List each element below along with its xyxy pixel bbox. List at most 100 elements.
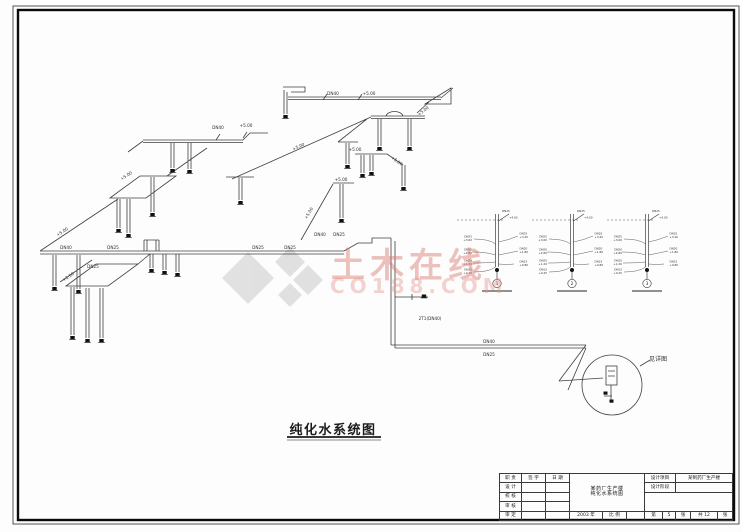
svg-text:3: 3 (646, 281, 649, 286)
tb-row-check: 校 核 (499, 491, 522, 503)
tb-sheet-unit: 张 (675, 510, 691, 521)
riser-details: 1DN25+4.00DN25+3.60DN20+2.80DN20+1.20DN1… (457, 209, 679, 292)
empty-cell (521, 510, 546, 521)
svg-text:+0.80: +0.80 (670, 263, 679, 267)
watermark-brand-text: 土木在线 (331, 246, 487, 286)
svg-text:+0.80: +0.80 (520, 263, 529, 267)
tb-header-signature: 签 字 (521, 472, 546, 484)
empty-cell (545, 482, 570, 493)
empty-cell (545, 491, 570, 503)
svg-text:+5.00: +5.00 (349, 147, 362, 152)
riser-diagram: 2DN25+4.00DN25+3.60DN20+2.80DN20+1.20DN1… (532, 209, 604, 292)
empty-cell (675, 482, 733, 493)
svg-text:DN15: DN15 (539, 268, 547, 272)
empty-cell (545, 510, 570, 521)
tb-scale-label: 比 例 (602, 510, 627, 521)
watermark-logo (222, 247, 323, 307)
tb-project-value: 某制药厂生产楼 (675, 472, 733, 484)
tb-row-approve: 审 定 (499, 510, 522, 521)
svg-text:DN20: DN20 (464, 248, 472, 252)
empty-cell (626, 510, 645, 521)
svg-text:DN20: DN20 (595, 247, 603, 251)
svg-text:+1.80: +1.80 (670, 250, 679, 254)
svg-text:DN25: DN25 (539, 235, 547, 239)
svg-text:+3.60: +3.60 (463, 238, 472, 242)
tb-project-title-cell: 某药厂生产楼 纯化水系统图 (569, 473, 645, 512)
svg-text:+3.60: +3.60 (613, 238, 622, 242)
svg-text:DN25: DN25 (577, 209, 585, 213)
tb-row-review: 审 核 (499, 501, 522, 512)
tb-project-label: 设计项目 (644, 472, 676, 484)
svg-text:+5.00: +5.00 (335, 177, 348, 182)
svg-text:+1.80: +1.80 (595, 250, 604, 254)
svg-text:+1.20: +1.20 (538, 262, 547, 266)
title-block: 职 责 签 字 日 期 某药厂生产楼 纯化水系统图 设计项目 某制药厂生产楼 设… (499, 472, 733, 521)
svg-text:+4.00: +4.00 (659, 216, 668, 220)
empty-cell (521, 491, 546, 503)
svg-text:+1.80: +1.80 (520, 250, 529, 254)
svg-text:+2.80: +2.80 (613, 251, 622, 255)
svg-text:DN40: DN40 (212, 125, 224, 130)
svg-text:+2.80: +2.80 (538, 251, 547, 255)
svg-text:2: 2 (571, 281, 574, 286)
svg-text:+2.50: +2.50 (61, 271, 75, 283)
tb-header-date: 日 期 (545, 472, 570, 484)
svg-text:+0.80: +0.80 (595, 263, 604, 267)
detail-circle (581, 354, 651, 416)
svg-text:DN20: DN20 (539, 248, 547, 252)
svg-text:DN25: DN25 (520, 232, 528, 236)
svg-text:DN20: DN20 (464, 259, 472, 263)
tb-header-role: 职 责 (499, 472, 522, 484)
svg-text:DN20: DN20 (670, 247, 678, 251)
tb-year: 2003 年 (569, 510, 603, 521)
riser-diagram: 1DN25+4.00DN25+3.60DN20+2.80DN20+1.20DN1… (457, 209, 529, 292)
empty-cell (644, 491, 733, 512)
drawing-title: 纯化水系统图 (289, 423, 377, 438)
svg-text:+0.45: +0.45 (538, 271, 547, 275)
tb-row-design: 设 计 (499, 482, 522, 493)
svg-text:DN15: DN15 (464, 268, 472, 272)
svg-text:DN20: DN20 (614, 248, 622, 252)
empty-cell (521, 501, 546, 512)
watermark-domain-text: CO188.COM (330, 274, 508, 298)
svg-text:+4.00: +4.00 (509, 216, 518, 220)
svg-text:DN20: DN20 (539, 259, 547, 263)
pipe-labels: DN40+5.00+5.00DN40+5.00+5.00+5.00+5.00+5… (55, 91, 667, 363)
tb-sheet-total: 共 12 (690, 510, 718, 521)
svg-text:+3.20: +3.20 (595, 235, 604, 239)
svg-text:DN25: DN25 (670, 232, 678, 236)
tb-stage-label: 设计阶段 (644, 482, 676, 493)
svg-text:2T1(DN40): 2T1(DN40) (419, 316, 442, 321)
svg-text:+2.80: +2.80 (463, 251, 472, 255)
svg-text:+1.20: +1.20 (613, 262, 622, 266)
svg-text:+5.00: +5.00 (119, 170, 133, 181)
svg-text:+3.20: +3.20 (520, 235, 529, 239)
piping-linework (39, 86, 604, 391)
empty-cell (521, 482, 546, 493)
svg-text:+1.20: +1.20 (463, 262, 472, 266)
svg-text:DN25: DN25 (107, 245, 119, 250)
svg-text:DN25: DN25 (502, 209, 510, 213)
svg-text:1: 1 (496, 281, 499, 286)
svg-text:DN40: DN40 (60, 245, 72, 250)
empty-cell (545, 501, 570, 512)
svg-text:DN25: DN25 (464, 235, 472, 239)
tb-sheet-prefix: 第 (644, 510, 663, 521)
tb-sheet-number: 5 (662, 510, 676, 521)
svg-text:+5.00: +5.00 (416, 105, 429, 117)
tb-sheet-total-unit: 张 (717, 510, 733, 521)
svg-text:+5.00: +5.00 (363, 91, 376, 96)
svg-text:DN25: DN25 (333, 232, 345, 237)
svg-text:+5.00: +5.00 (240, 123, 253, 128)
svg-text:+4.00: +4.00 (584, 216, 593, 220)
svg-text:DN25: DN25 (595, 232, 603, 236)
riser-diagram: 3DN25+4.00DN25+3.60DN20+2.80DN20+1.20DN1… (607, 209, 679, 292)
tb-building-name: 某药厂生产楼 (590, 485, 624, 492)
svg-text:见详图: 见详图 (649, 355, 667, 363)
svg-text:+3.60: +3.60 (538, 238, 547, 242)
svg-text:+0.45: +0.45 (613, 271, 622, 275)
svg-text:DN25: DN25 (252, 245, 264, 250)
svg-text:DN40: DN40 (483, 339, 495, 344)
